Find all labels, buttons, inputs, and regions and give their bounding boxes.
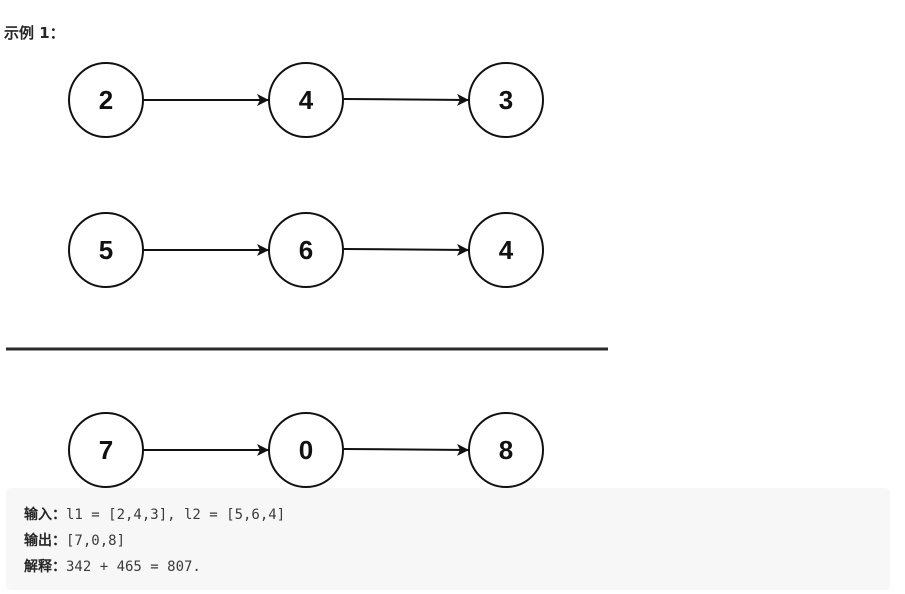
list-node: 2 — [68, 62, 144, 138]
list-row-l1: 2 4 3 — [68, 62, 544, 138]
input-label: 输入： — [24, 507, 66, 523]
node-value: 8 — [499, 435, 513, 465]
explanation-label: 解释： — [24, 559, 66, 575]
list-row-l2: 5 6 4 — [68, 212, 544, 288]
node-arrow — [343, 93, 469, 106]
example-heading: 示例 1： — [4, 24, 65, 42]
node-arrow — [343, 243, 469, 256]
linked-list-diagram: 2 4 3 5 6 4 7 — [6, 62, 608, 488]
input-line: 输入：l1 = [2,4,3], l2 = [5,6,4] — [24, 502, 890, 528]
list-node: 5 — [68, 212, 144, 288]
output-label: 输出： — [24, 533, 66, 549]
explanation-line: 解释：342 + 465 = 807. — [24, 554, 890, 580]
node-value: 4 — [499, 235, 514, 265]
list-node: 6 — [268, 212, 344, 288]
list-row-result: 7 0 8 — [68, 412, 544, 488]
node-value: 0 — [299, 435, 313, 465]
input-value: l1 = [2,4,3], l2 = [5,6,4] — [66, 507, 286, 523]
explanation-value: 342 + 465 = 807. — [66, 559, 201, 575]
example-code-block: 输入：l1 = [2,4,3], l2 = [5,6,4] 输出：[7,0,8]… — [6, 488, 890, 590]
node-value: 6 — [299, 235, 313, 265]
node-value: 5 — [99, 235, 113, 265]
node-value: 7 — [99, 435, 113, 465]
list-node: 8 — [468, 412, 544, 488]
output-line: 输出：[7,0,8] — [24, 528, 890, 554]
list-node: 7 — [68, 412, 144, 488]
list-node: 4 — [468, 212, 544, 288]
list-node: 0 — [268, 412, 344, 488]
list-node: 4 — [268, 62, 344, 138]
output-value: [7,0,8] — [66, 533, 126, 549]
node-arrow — [343, 443, 469, 456]
node-value: 2 — [99, 85, 113, 115]
node-value: 3 — [499, 85, 513, 115]
node-value: 4 — [299, 85, 314, 115]
list-node: 3 — [468, 62, 544, 138]
